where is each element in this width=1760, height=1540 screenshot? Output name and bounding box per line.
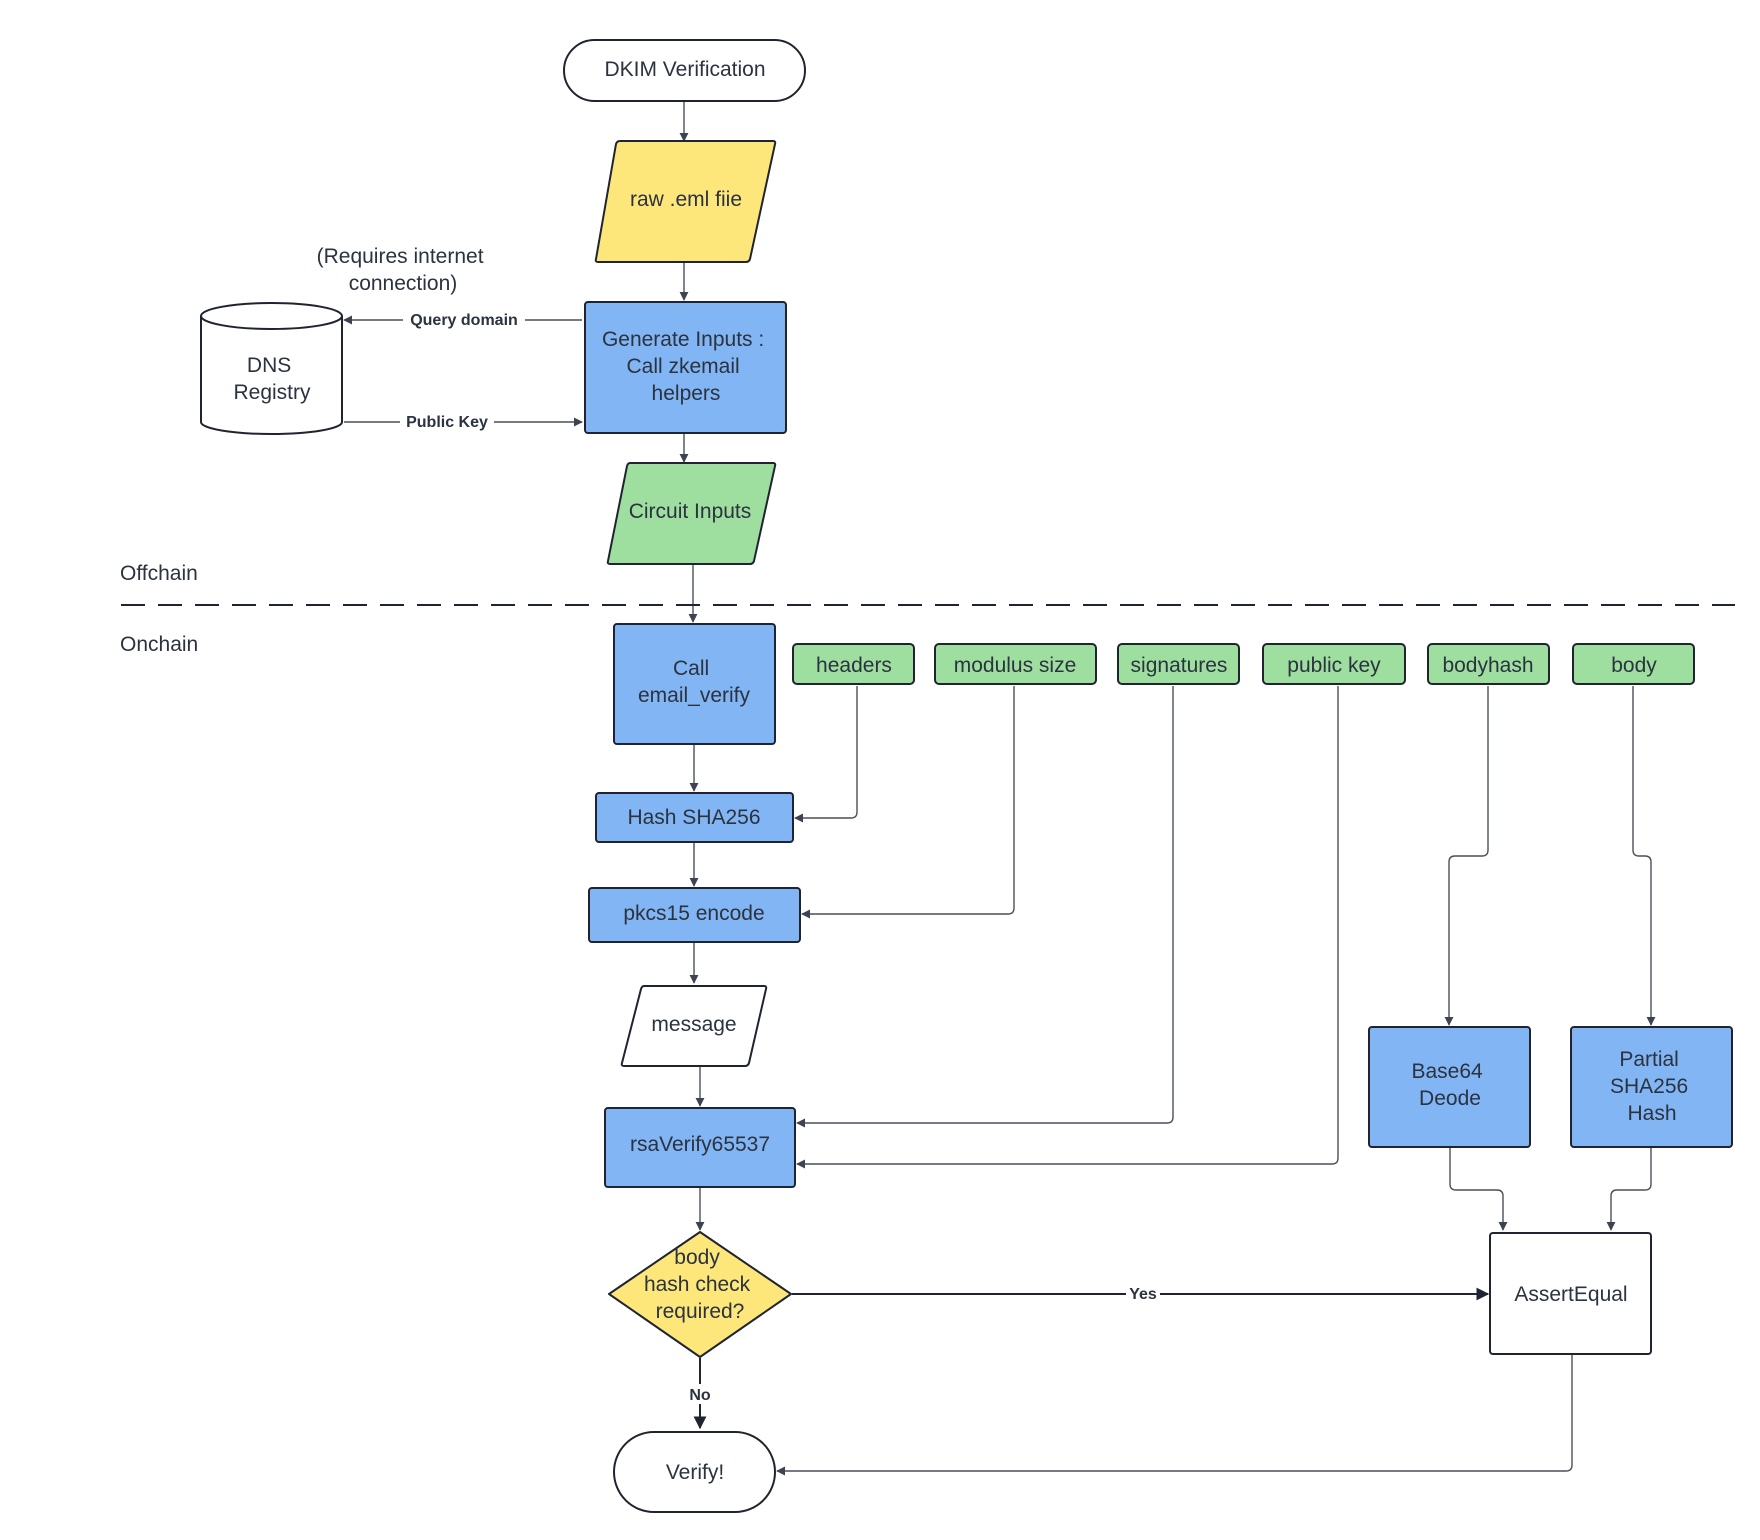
verify-label: Verify! [666, 1461, 724, 1484]
body-hash-check-decision [608, 1231, 792, 1358]
start-label: DKIM Verification [604, 58, 765, 81]
internet-note-line-2: connection) [349, 272, 458, 295]
edges [343, 101, 1656, 1476]
edge-label-query-domain: Query domain [410, 312, 518, 329]
generate-inputs-process [584, 301, 787, 434]
generate-inputs-line-1: Generate Inputs : [602, 328, 764, 351]
edge-headers-to-hash [794, 686, 858, 823]
edge-body-to-partial [1632, 686, 1656, 1026]
generate-inputs-label: Generate Inputs : Call zkemail helpers [602, 328, 770, 405]
modulus-size-label: modulus size [954, 654, 1077, 677]
edge-base64-to-assert [1449, 1148, 1508, 1231]
public-key-label: public key [1287, 654, 1381, 677]
hash-sha256-process [595, 792, 794, 843]
edge-modulus-to-pkcs [801, 686, 1015, 919]
dns-registry-label: DNS Registry [233, 354, 311, 404]
base64-decode-label: Base64 Deode [1411, 1060, 1488, 1110]
offchain-label: Offchain [120, 562, 198, 585]
body-hash-check-line-3: required? [656, 1300, 745, 1323]
edge-assert-to-verify [776, 1355, 1573, 1476]
dns-registry-line-1: DNS [247, 354, 291, 377]
body-input [1572, 643, 1695, 685]
onchain-label: Onchain [120, 633, 198, 656]
hash-sha256-label: Hash SHA256 [627, 806, 760, 829]
circuit-inputs-data [606, 462, 777, 565]
headers-input [792, 643, 915, 685]
internet-note-line-1: (Requires internet [317, 245, 484, 268]
dns-registry-line-2: Registry [233, 381, 311, 404]
pkcs15-encode-process [588, 887, 801, 943]
assert-equal-process [1489, 1232, 1652, 1355]
rsa-verify-process [604, 1107, 796, 1188]
body-hash-check-label: body hash check required? [644, 1246, 756, 1323]
partial-sha256-label: Partial SHA256 Hash [1610, 1048, 1694, 1125]
headers-label: headers [816, 654, 892, 677]
edge-partial-to-assert [1606, 1148, 1652, 1231]
dns-registry-cylinder [200, 302, 343, 435]
base64-decode-process [1368, 1026, 1531, 1148]
bodyhash-label: bodyhash [1442, 654, 1533, 677]
pkcs15-encode-label: pkcs15 encode [623, 902, 764, 925]
body-hash-check-line-2: hash check [644, 1273, 751, 1296]
message-label: message [651, 1013, 736, 1036]
generate-inputs-line-3: helpers [652, 382, 721, 405]
edge-signatures-to-rsa [796, 686, 1174, 1128]
call-email-verify-line-2: email_verify [638, 684, 751, 707]
base64-decode-line-2: Deode [1419, 1087, 1481, 1110]
signatures-label: signatures [1131, 654, 1228, 677]
generate-inputs-line-2: Call zkemail [626, 355, 739, 378]
public-key-input [1262, 643, 1406, 685]
body-hash-check-line-1: body [674, 1246, 720, 1269]
base64-decode-line-1: Base64 [1411, 1060, 1483, 1083]
bodyhash-input [1427, 643, 1550, 685]
internet-note: (Requires internet connection) [317, 245, 490, 295]
raw-eml-input [594, 140, 777, 263]
partial-sha256-line-2: SHA256 [1610, 1075, 1688, 1098]
assert-equal-label: AssertEqual [1514, 1283, 1627, 1306]
circuit-inputs-label: Circuit Inputs [629, 500, 752, 523]
partial-sha256-line-3: Hash [1627, 1102, 1676, 1125]
start-terminator [563, 39, 806, 102]
message-data [620, 985, 768, 1067]
edge-label-yes: Yes [1129, 1286, 1157, 1303]
partial-sha256-line-1: Partial [1619, 1048, 1679, 1071]
verify-terminator [613, 1431, 776, 1513]
edge-publickey-to-rsa [796, 686, 1339, 1169]
rsa-verify-label: rsaVerify65537 [630, 1133, 770, 1156]
edge-label-no: No [689, 1387, 711, 1404]
call-email-verify-process [613, 623, 776, 745]
edge-bodyhash-to-base64 [1444, 686, 1489, 1026]
raw-eml-label: raw .eml fiie [630, 188, 742, 211]
modulus-size-input [934, 643, 1097, 685]
signatures-input [1117, 643, 1240, 685]
body-label: body [1611, 654, 1657, 677]
call-email-verify-label: Call email_verify [638, 657, 751, 707]
edge-label-public-key: Public Key [406, 414, 488, 431]
partial-sha256-process [1570, 1026, 1733, 1148]
call-email-verify-line-1: Call [673, 657, 709, 680]
